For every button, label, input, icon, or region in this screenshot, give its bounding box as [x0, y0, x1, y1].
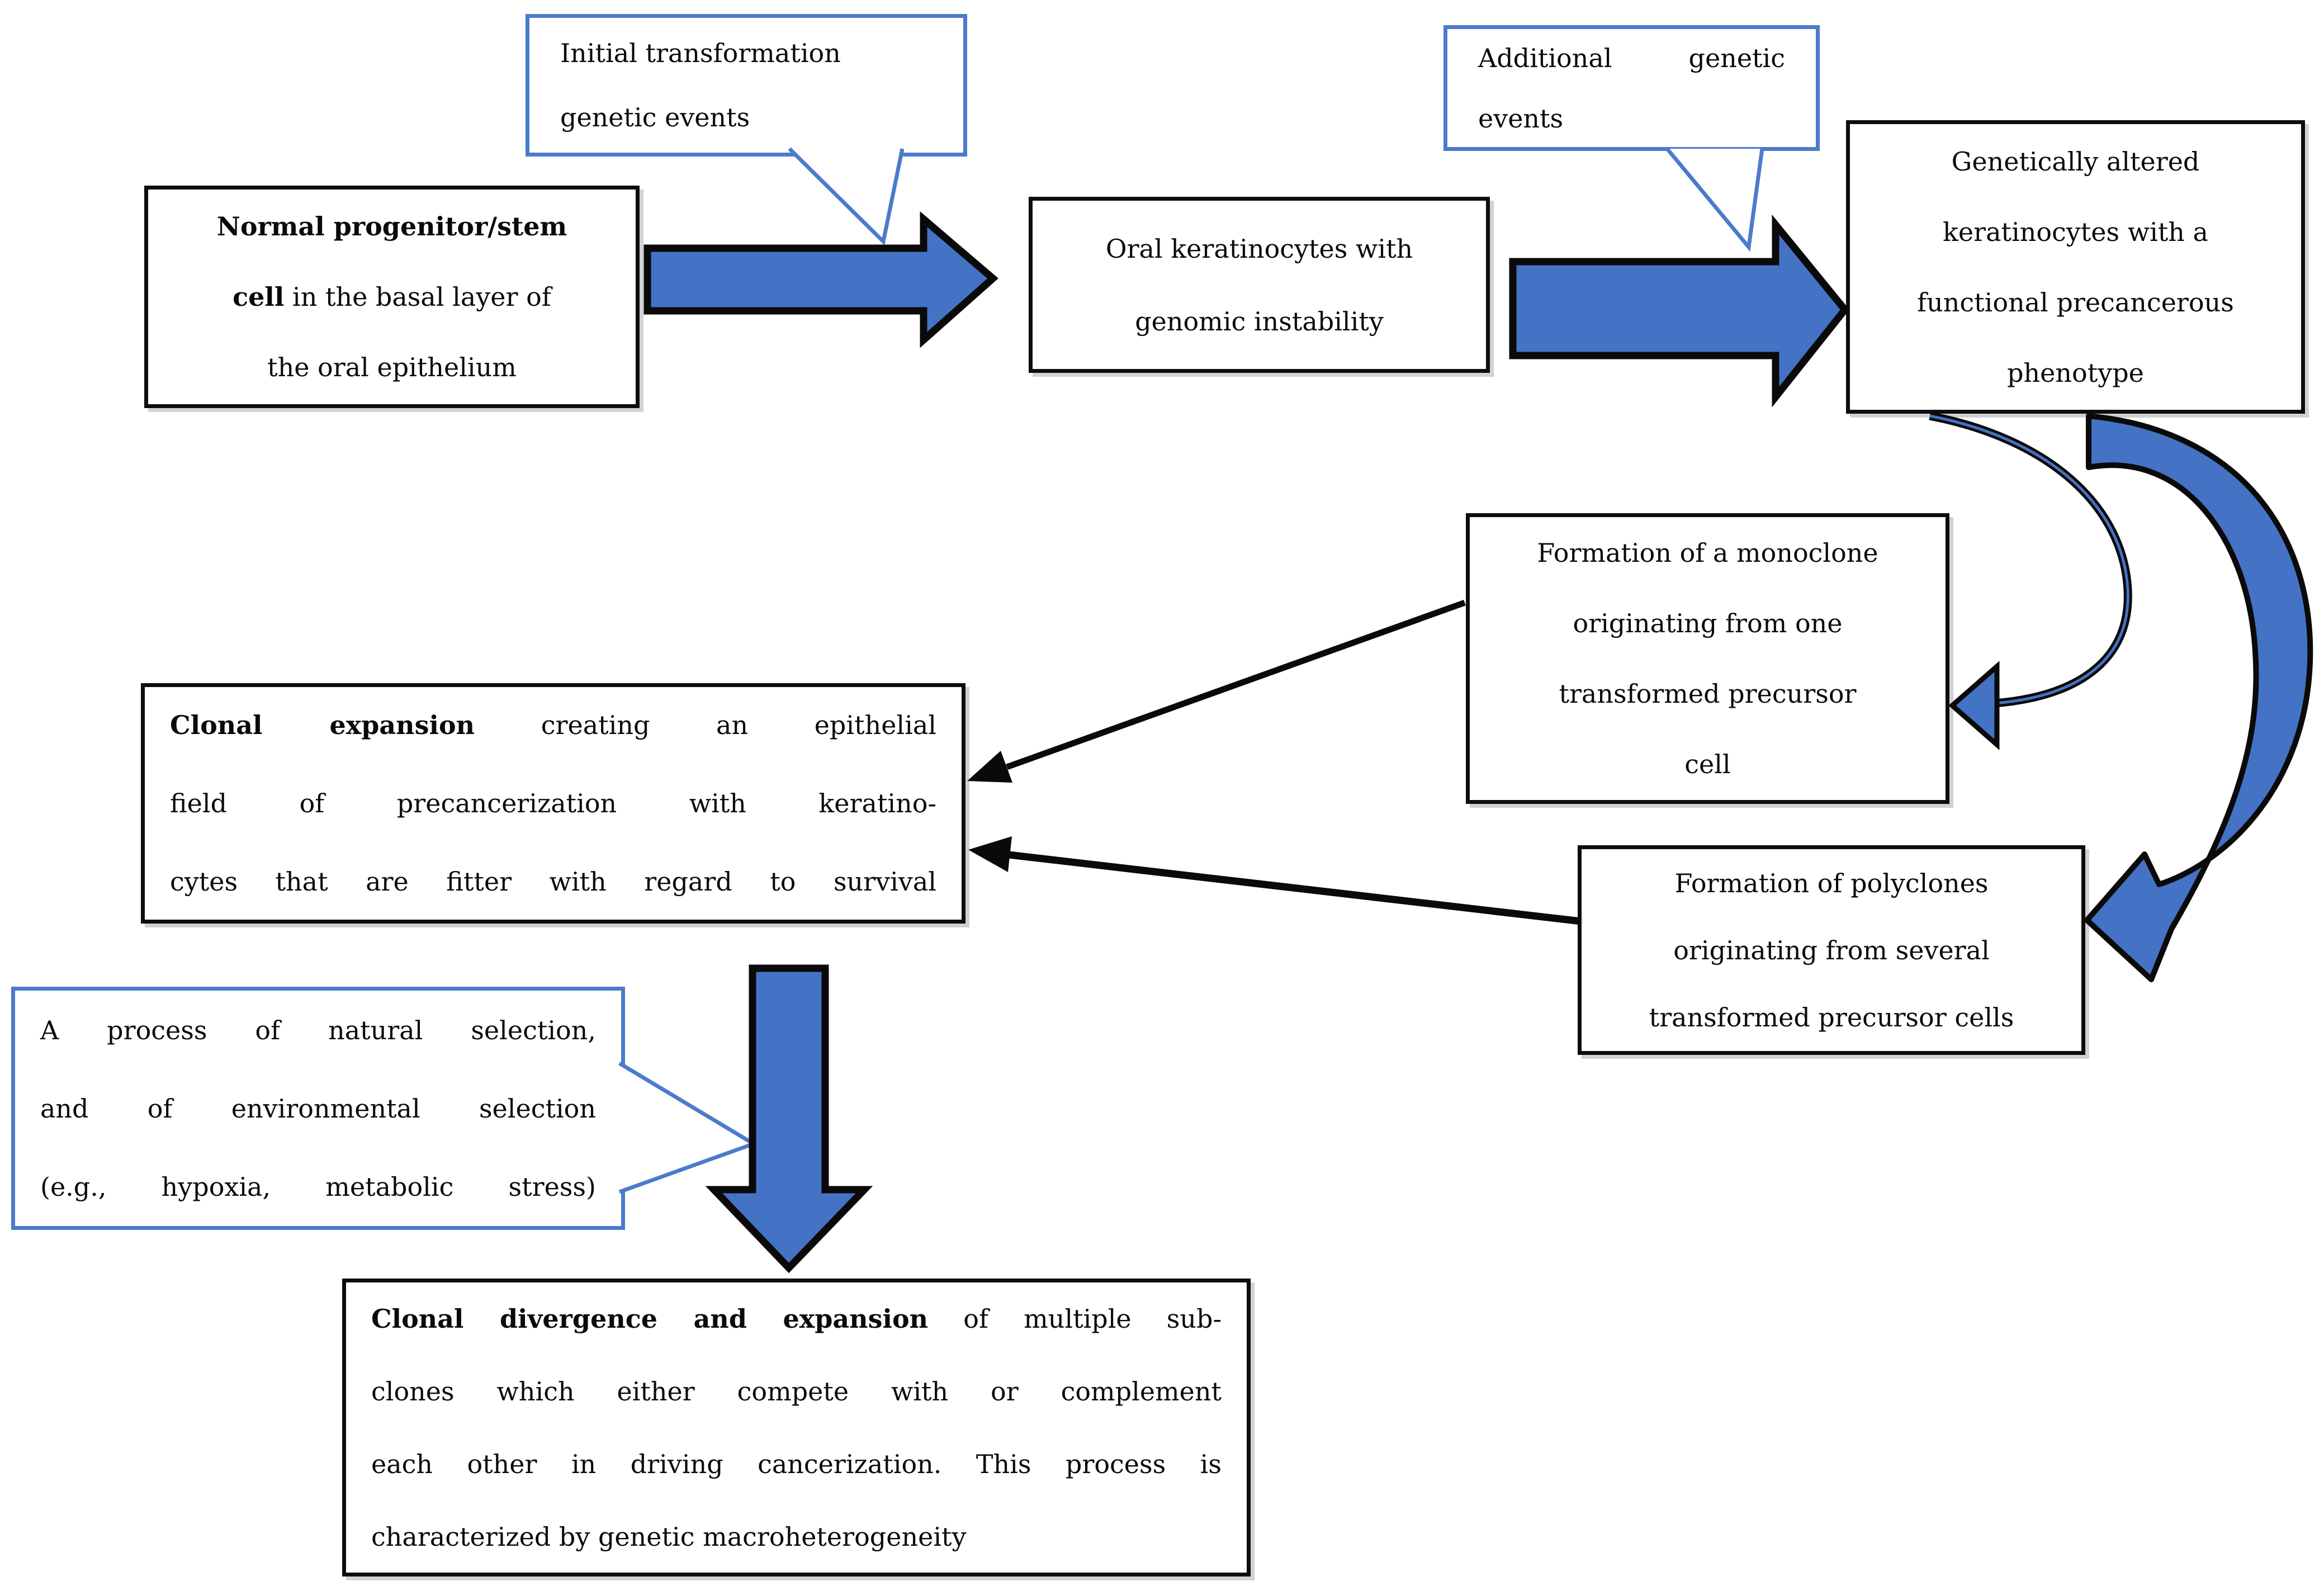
- polyclones-curved-arrow-icon: [2084, 413, 2313, 982]
- polyclones-to-expansion-arrow-line: [1009, 851, 1582, 925]
- box-text-line: Oral keratinocytes with: [1105, 233, 1413, 264]
- box-text-line: Formation of a monoclone: [1537, 538, 1878, 568]
- box-text-line: genomic instability: [1135, 306, 1384, 337]
- additional-genetic-callout-tail: [1665, 147, 1764, 252]
- text-segment: of multiple sub-: [928, 1303, 1222, 1334]
- bold-text: Clonal expansion: [170, 710, 475, 740]
- clonal-expansion-box: Clonal expansion creating an epithelial …: [141, 683, 965, 924]
- monoclone-formation-box: Formation of a monoclone originating fro…: [1466, 513, 1949, 804]
- box-text-line: characterized by genetic macroheterogene…: [371, 1521, 967, 1552]
- genetically-altered-box: Genetically altered keratinocytes with a…: [1846, 120, 2305, 414]
- polyclones-to-expansion-arrowhead-icon: [968, 836, 1012, 872]
- box-text-line: keratinocytes with a: [1943, 216, 2208, 247]
- callout-text-line: Additional genetic: [1478, 42, 1785, 73]
- monoclone-curved-arrow-outline: [1929, 411, 2132, 708]
- box-text-line: Genetically altered: [1951, 146, 2200, 177]
- right-block-arrow-1-icon: [643, 211, 998, 348]
- text-segment: in the basal layer of: [284, 282, 551, 312]
- box-text-line: originating from one: [1573, 608, 1843, 638]
- box-text-line: clones which either compete with or comp…: [371, 1376, 1222, 1407]
- monoclone-curved-arrowhead-icon: [1948, 661, 2000, 750]
- box-text-line: Normal progenitor/stem: [171, 191, 613, 262]
- callout-text-line: A process of natural selection,: [40, 1015, 596, 1045]
- callout-text-line: events: [1478, 103, 1564, 134]
- bold-text: Normal progenitor/stem: [216, 211, 567, 242]
- bold-text: cell: [233, 282, 285, 312]
- natural-selection-callout-tail: [618, 1061, 759, 1194]
- callout-text-line: (e.g., hypoxia, metabolic stress): [40, 1171, 596, 1202]
- box-text-line: Formation of polyclones: [1674, 868, 1989, 898]
- box-text-line: functional precancerous: [1917, 287, 2234, 318]
- box-text-line: Clonal divergence and expansion of multi…: [371, 1282, 1222, 1355]
- box-text-line: field of precancerization with keratino-: [170, 788, 936, 818]
- callout-text-line: and of environmental selection: [40, 1093, 596, 1124]
- box-text-line: Clonal expansion creating an epithelial: [170, 686, 936, 764]
- box-text-line: phenotype: [2007, 357, 2144, 388]
- oral-keratinocytes-box: Oral keratinocytes with genomic instabil…: [1029, 197, 1490, 373]
- right-block-arrow-2-icon: [1509, 214, 1850, 408]
- box-text-line: originating from several: [1673, 935, 1990, 965]
- box-text-line: cell in the basal layer of: [171, 262, 613, 332]
- box-text-line: the oral epithelium: [267, 352, 517, 382]
- natural-selection-callout: A process of natural selection, and of e…: [11, 987, 625, 1230]
- callout-text-line: genetic events: [560, 102, 750, 132]
- initial-transformation-callout-tail: [788, 147, 905, 246]
- polyclones-formation-box: Formation of polyclones originating from…: [1578, 845, 2085, 1055]
- monoclone-to-expansion-arrow-line: [1006, 599, 1466, 770]
- additional-genetic-events-callout: Additional genetic events: [1443, 25, 1820, 151]
- box-text-line: transformed precursor cells: [1649, 1002, 2014, 1033]
- box-text-line: cytes that are fitter with regard to sur…: [170, 867, 936, 897]
- box-text-line: transformed precursor: [1559, 679, 1857, 709]
- monoclone-curved-arrow-icon: [1929, 414, 2129, 705]
- monoclone-to-expansion-arrowhead-icon: [967, 751, 1012, 783]
- down-block-arrow-icon: [705, 964, 873, 1273]
- callout-text-line: Initial transformation: [560, 37, 841, 68]
- box-text-line: cell: [1684, 749, 1731, 779]
- text-segment: creating an epithelial: [475, 710, 936, 740]
- box-text-line: each other in driving cancerization. Thi…: [371, 1448, 1222, 1479]
- clonal-divergence-box: Clonal divergence and expansion of multi…: [342, 1279, 1251, 1576]
- bold-text: Clonal divergence and expansion: [371, 1303, 929, 1334]
- initial-transformation-callout: Initial transformation genetic events: [526, 14, 967, 157]
- normal-progenitor-box: Normal progenitor/stem cell in the basal…: [144, 186, 640, 408]
